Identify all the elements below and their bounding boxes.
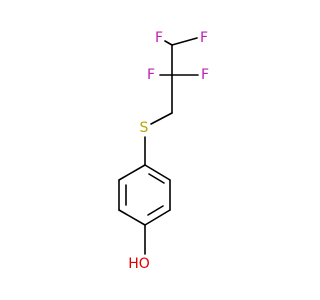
atom-f-top-left: F: [155, 30, 163, 46]
ring-bond-1: [144, 164, 171, 181]
atom-s: S: [140, 120, 149, 136]
bond-c1-f-right: [171, 37, 198, 46]
ring-double-1: [148, 173, 165, 184]
atom-f-mid-left: F: [147, 67, 155, 83]
ring-bond-3: [144, 209, 171, 226]
structure-canvas: F F F F S HO: [118, 30, 209, 272]
atom-f-top-right: F: [200, 30, 208, 46]
atom-labels: F F F F S HO: [128, 30, 209, 272]
bond-c3-s: [150, 112, 173, 125]
bonds: [118, 37, 199, 255]
ring-bond-4: [118, 209, 146, 226]
bond-c1-f-left: [164, 40, 173, 46]
atom-ho: HO: [128, 256, 150, 272]
ring-double-2: [147, 205, 164, 216]
ring-bond-6: [118, 164, 146, 181]
atom-f-mid-right: F: [201, 67, 209, 83]
